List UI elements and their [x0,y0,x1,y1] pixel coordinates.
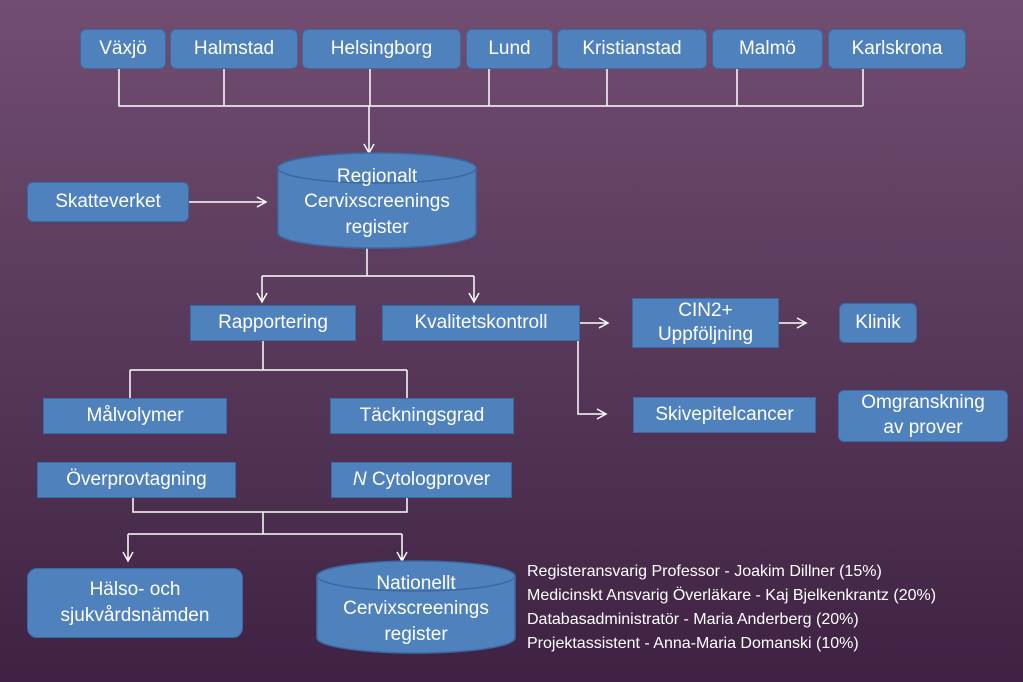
halso-sjukvardsnamnden-box: Hälso- och sjukvårdsnämden [27,568,243,638]
regional-register-cylinder [277,152,477,249]
city-bus-line [118,69,863,107]
cin2-line-1: CIN2+ [678,300,733,322]
city-label: Halmstad [193,37,275,59]
city-box-kristianstad: Kristianstad [557,29,707,69]
staff-list: Registeransvarig Professor - Joakim Dill… [527,560,936,656]
omgranskning-line-2: av prover [883,417,963,438]
regional-register-node: Regionalt Cervixscreenings register [278,158,476,246]
city-label: Karlskrona [851,37,943,59]
halso-line-1: Hälso- och [89,579,181,601]
national-register-line-2: Cervixscreenings [343,598,489,620]
tackningsgrad-box: Täckningsgrad [330,398,514,434]
arrow-kvalitet-to-skivepitel [577,323,608,420]
halso-line-2: sjukvårdsnämden [60,605,210,626]
city-label: Malmö [738,37,796,59]
cytologprover-box: N Cytologprover [331,462,512,498]
kvalitetskontroll-box: Kvalitetskontroll [382,305,580,341]
rapportering-box: Rapportering [190,305,356,341]
rapportering-label: Rapportering [218,311,328,333]
city-box-karlskrona: Karlskrona [828,29,966,69]
cytologprover-label: N Cytologprover [353,469,490,492]
staff-line: Medicinskt Ansvarig Överläkare - Kaj Bje… [527,587,937,604]
city-label: Lund [488,37,531,59]
city-label: Växjö [99,37,147,59]
skivepitelcancer-label: Skivepitelcancer [655,403,794,425]
regional-register-line-2: Cervixscreenings [304,191,450,213]
national-register-line-1: Nationellt [376,572,456,594]
city-box-halmstad: Halmstad [170,29,298,69]
staff-line: Projektassistent - Anna-Maria Domanski (… [527,635,859,652]
overprovtagning-box: Överprovtagning [37,462,236,498]
national-register-line-3: register [384,623,448,645]
overprovtagning-label: Överprovtagning [66,468,207,490]
omgranskning-box: Omgranskning av prover [838,390,1008,442]
kvalitetskontroll-label: Kvalitetskontroll [414,311,548,333]
skivepitelcancer-box: Skivepitelcancer [633,397,816,433]
malvolymer-label: Målvolymer [86,404,184,426]
tackningsgrad-label: Täckningsgrad [359,404,485,426]
national-register-cylinder [316,560,516,654]
cin2-followup-box: CIN2+ Uppföljning [632,298,779,348]
city-label: Helsingborg [330,37,433,59]
city-box-helsingborg: Helsingborg [302,29,461,69]
omgranskning-line-1: Omgranskning [861,392,985,414]
cytologprover-text: Cytologprover [366,468,491,490]
staff-line: Registeransvarig Professor - Joakim Dill… [527,563,882,580]
city-box-malmo: Malmö [712,29,823,69]
klinik-label: Klinik [855,311,901,333]
skatteverket-label: Skatteverket [55,190,161,212]
regional-register-line-1: Regionalt [336,165,418,187]
cytologprover-prefix: N [352,468,367,490]
cin2-line-2: Uppföljning [657,324,754,345]
skatteverket-box: Skatteverket [27,182,189,222]
regional-register-line-3: register [345,216,409,238]
city-box-lund: Lund [466,29,553,69]
city-label: Kristianstad [582,37,682,59]
staff-line: Databasadministratör - Maria Anderberg (… [527,611,859,628]
national-register-node: Nationellt Cervixscreenings register [317,566,515,652]
klinik-box: Klinik [839,303,917,343]
city-box-vaxjo: Växjö [80,29,166,69]
malvolymer-box: Målvolymer [43,398,227,434]
